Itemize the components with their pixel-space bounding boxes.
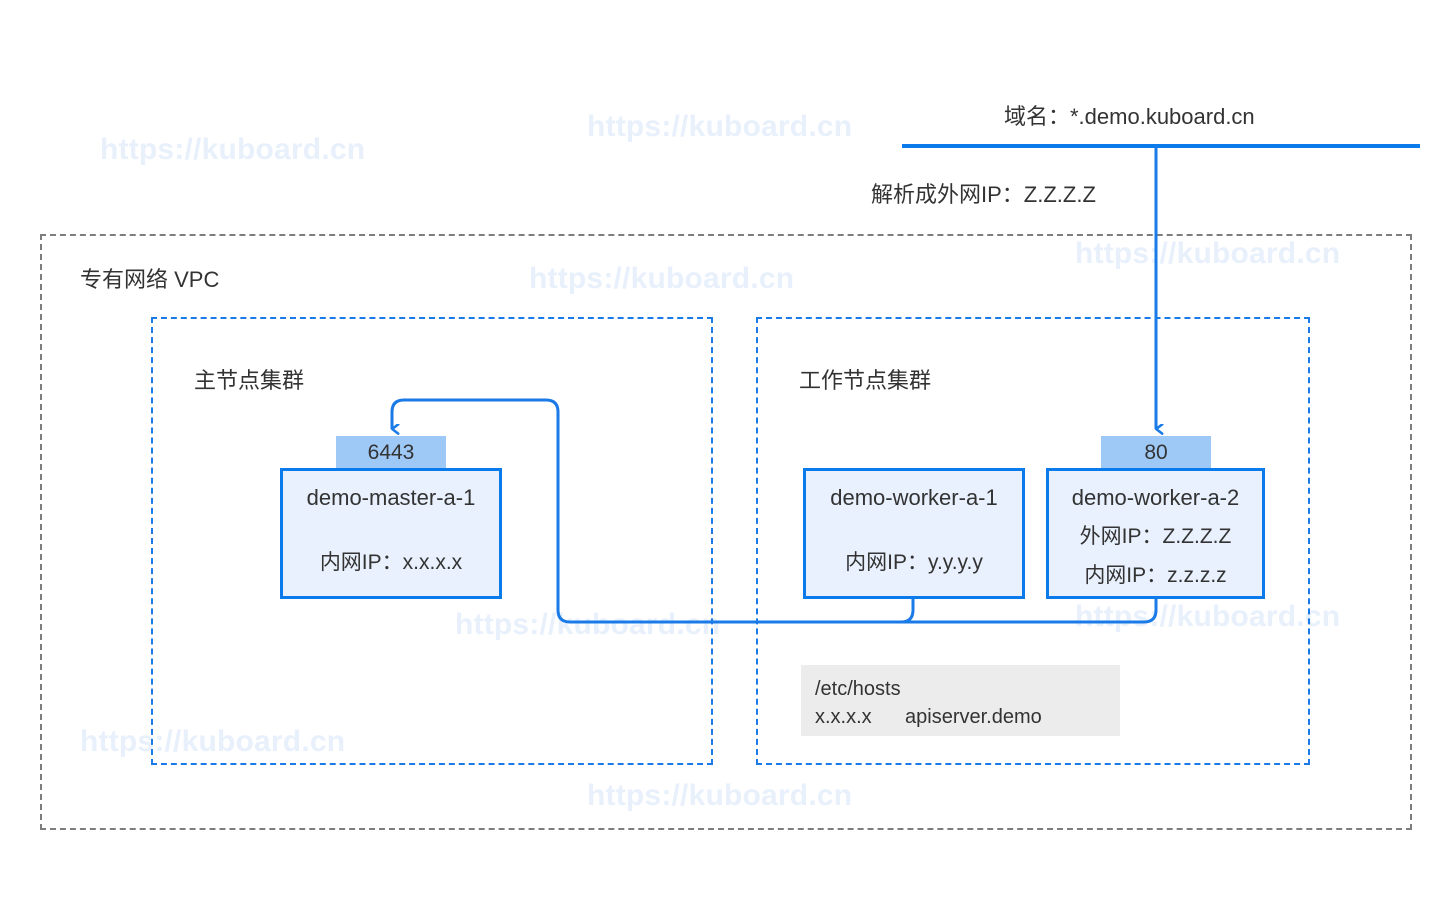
vpc-label: 专有网络 VPC [80,267,220,292]
node-internal-ip: 内网IP：x.x.x.x [319,551,463,574]
worker-cluster-label: 工作节点集群 [799,368,932,393]
etc-hosts-note: /etc/hosts x.x.x.x apiserver.demo [801,665,1120,736]
node-demo-worker-a-1[interactable]: demo-worker-a-1 内网IP：y.y.y.y [803,468,1025,599]
port-badge-6443: 6443 [336,436,446,469]
node-internal-ip: 内网IP：y.y.y.y [845,551,983,574]
etc-hosts-path: /etc/hosts [815,678,901,700]
etc-hosts-entry: x.x.x.x apiserver.demo [815,706,1042,728]
node-name: demo-worker-a-1 [830,485,998,510]
domain-name-label: 域名：*.demo.kuboard.cn [1004,104,1255,129]
watermark-text: https://kuboard.cn [587,110,853,143]
port-badge-80: 80 [1101,436,1211,469]
node-name: demo-master-a-1 [306,485,476,510]
watermark-text: https://kuboard.cn [100,133,366,166]
dns-resolve-label: 解析成外网IP：Z.Z.Z.Z [871,182,1096,207]
vpc-container [40,234,1412,830]
node-external-ip: 外网IP：Z.Z.Z.Z [1079,525,1232,548]
node-internal-ip: 内网IP：z.z.z.z [1084,564,1227,587]
node-demo-worker-a-2[interactable]: demo-worker-a-2 外网IP：Z.Z.Z.Z 内网IP：z.z.z.… [1046,468,1265,599]
master-cluster-label: 主节点集群 [194,368,305,393]
node-demo-master-a-1[interactable]: demo-master-a-1 内网IP：x.x.x.x [280,468,502,599]
node-name: demo-worker-a-2 [1071,485,1240,510]
